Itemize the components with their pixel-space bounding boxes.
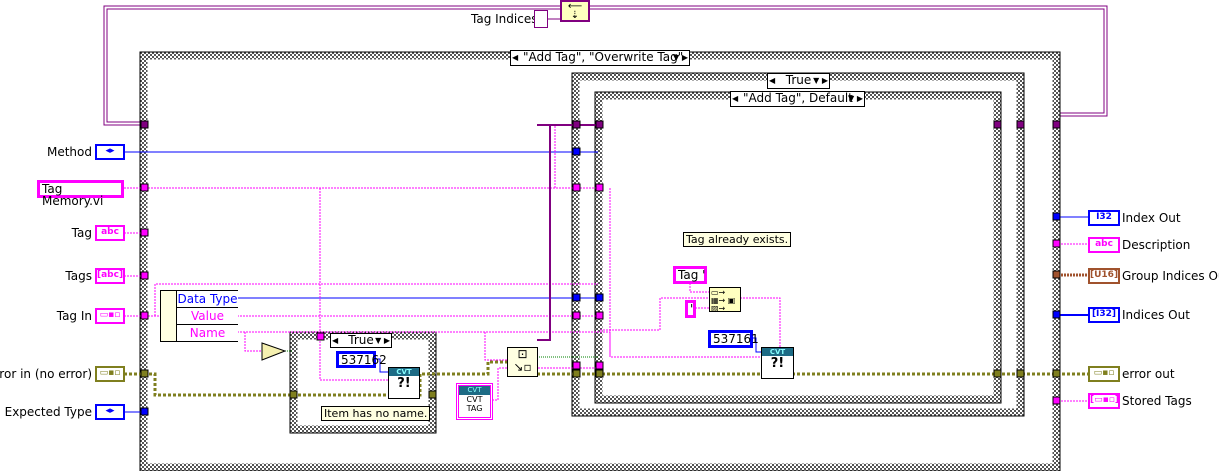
indices-out-indicator[interactable]: [I32] [1088, 307, 1120, 323]
cvt-header: CVT [459, 386, 490, 395]
true-case-selector[interactable]: True [767, 73, 830, 89]
true-case-structure[interactable] [572, 73, 1024, 416]
error-code-exists-constant[interactable]: 537161 [708, 330, 759, 348]
error-in-label: error in (no error) [0, 367, 92, 381]
cvt-tag-line1: CVT [466, 395, 483, 404]
error-in-control[interactable]: ▭▪▫ [95, 366, 125, 382]
down-arrow-icon: ⇣ [570, 10, 580, 21]
numeric-wires[interactable] [125, 151, 1088, 413]
unbundle-item-value[interactable]: Value [177, 308, 238, 325]
search-arrow-icon: ⊡↘▫ [513, 347, 532, 374]
outer-case-selector[interactable]: "Add Tag", "Overwrite Tag" [510, 50, 690, 66]
unbundle-item-name[interactable]: Name [189, 326, 226, 340]
arrow-left-icon: ⟵ [567, 1, 583, 12]
empty-string-compare-node[interactable] [261, 342, 287, 361]
cvt-tag-line2: TAG [466, 404, 483, 413]
concatenate-strings-node[interactable]: ▭→▦→ ▣▨→ [709, 287, 741, 313]
error-speech-icon: ?! [770, 356, 785, 371]
quote-constant[interactable]: ' [685, 300, 696, 318]
tag-label: Tag [71, 226, 92, 240]
tag-control[interactable]: abc [95, 225, 125, 241]
concatenate-icon: ▭→▦→ ▣▨→ [711, 288, 736, 313]
refnum-inner-wire[interactable] [537, 124, 598, 341]
group-indices-out-label: Group Indices Out [1122, 269, 1219, 283]
small-case-selector[interactable]: True [330, 333, 392, 348]
group-indices-out-indicator[interactable]: [U16] [1088, 268, 1120, 284]
tags-control[interactable]: [abc] [95, 268, 125, 284]
index-out-label: Index Out [1122, 211, 1181, 225]
stored-tags-label: Stored Tags [1122, 394, 1192, 408]
cvt-error-node-exists[interactable]: CVT?! [761, 347, 794, 379]
item-has-no-name-constant[interactable]: Item has no name. [321, 406, 431, 421]
method-label: Method [46, 145, 92, 159]
cvt-header: CVT [762, 348, 793, 356]
error-out-label: error out [1122, 367, 1175, 381]
error-out-indicator[interactable]: ▭▪▫ [1088, 366, 1120, 382]
tag-indices-terminal[interactable] [534, 10, 548, 28]
tag-already-exists-constant[interactable]: Tag already exists. [683, 232, 792, 247]
tunnels [140, 120, 1061, 416]
description-indicator[interactable]: abc [1088, 237, 1120, 253]
tag-prefix-constant[interactable]: Tag ' [673, 266, 707, 284]
tag-indices-label: Tag Indices [471, 12, 538, 26]
search-node[interactable]: ⊡↘▫ [507, 347, 538, 377]
tags-label: Tags [65, 269, 92, 283]
stored-tags-indicator[interactable]: [▭▪▫] [1088, 393, 1120, 409]
refnum-wire[interactable] [103, 5, 1108, 126]
tag-in-control[interactable]: ▭▪▫ [95, 308, 125, 324]
boolean-wire[interactable] [285, 350, 598, 358]
cvt-header: CVT [389, 368, 419, 376]
unbundle-by-name-node[interactable]: Data Type Value Name [160, 290, 238, 342]
inner-case-structure[interactable] [595, 92, 1001, 403]
expected-type-label: Expected Type [4, 405, 92, 419]
inner-case-selector[interactable]: "Add Tag", Default [730, 91, 865, 107]
cvt-error-node-no-name[interactable]: CVT?! [388, 367, 420, 399]
index-out-indicator[interactable]: I32 [1088, 210, 1120, 226]
string-wires[interactable] [124, 125, 1088, 402]
error-wires[interactable] [124, 360, 1088, 397]
tag-in-label: Tag In [56, 309, 92, 323]
unbundle-item-data-type[interactable]: Data Type [177, 292, 238, 308]
indices-out-label: Indices Out [1122, 308, 1190, 322]
shift-register-node[interactable]: ⟵⇣ [560, 0, 590, 22]
error-speech-icon: ?! [397, 376, 411, 391]
description-label: Description [1122, 238, 1191, 252]
error-code-no-name-constant[interactable]: 537162 [336, 351, 387, 368]
expected-type-control[interactable]: ◂▸ [95, 404, 125, 420]
tag-memory-vi-refnum[interactable]: Tag Memory.vi [37, 180, 124, 207]
method-control[interactable]: ◂▸ [95, 144, 125, 160]
